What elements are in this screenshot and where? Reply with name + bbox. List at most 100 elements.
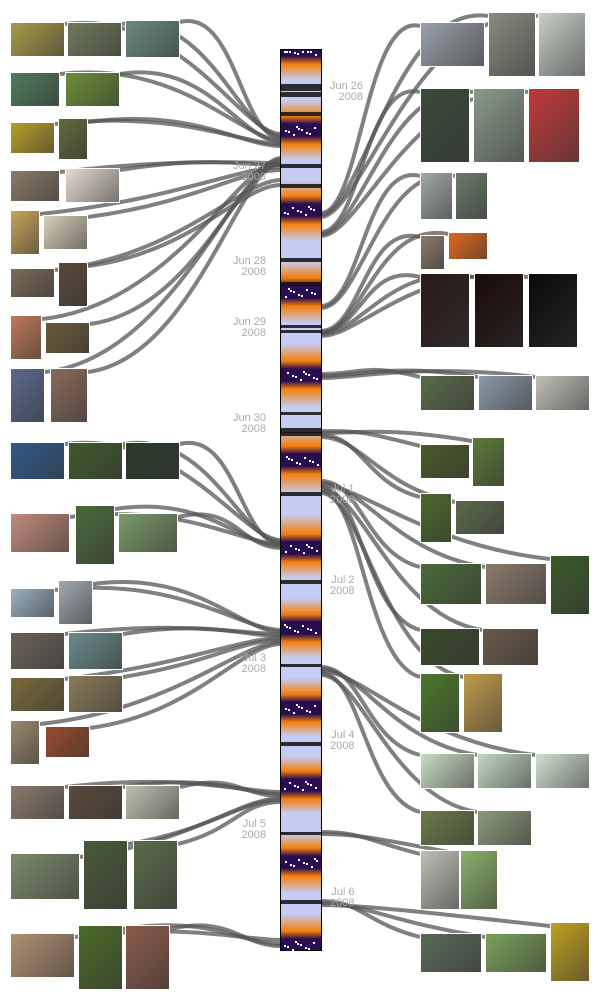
photo-thumbnail[interactable] bbox=[485, 933, 547, 973]
photo-thumbnail[interactable] bbox=[420, 753, 475, 789]
photo-thumbnail[interactable] bbox=[420, 235, 445, 270]
star-dot bbox=[293, 712, 295, 714]
star-dot bbox=[294, 785, 296, 787]
photo-thumbnail[interactable] bbox=[83, 840, 128, 910]
photo-thumbnail[interactable] bbox=[528, 273, 578, 348]
star-dot bbox=[315, 632, 317, 634]
photo-thumbnail[interactable] bbox=[125, 785, 180, 820]
photo-thumbnail[interactable] bbox=[477, 810, 532, 846]
photo-link-curve bbox=[320, 89, 421, 234]
photo-thumbnail[interactable] bbox=[420, 563, 482, 605]
photo-thumbnail[interactable] bbox=[420, 628, 480, 666]
photo-link-curve bbox=[179, 19, 282, 140]
photo-thumbnail[interactable] bbox=[420, 933, 482, 973]
photo-thumbnail[interactable] bbox=[420, 493, 452, 543]
star-dot bbox=[290, 290, 292, 292]
photo-event-marker bbox=[281, 164, 321, 168]
photo-thumbnail[interactable] bbox=[50, 368, 88, 423]
photo-thumbnail[interactable] bbox=[538, 12, 586, 77]
star-dot bbox=[292, 207, 294, 209]
photo-thumbnail[interactable] bbox=[68, 442, 123, 480]
photo-thumbnail[interactable] bbox=[43, 215, 88, 250]
star-dot bbox=[310, 51, 312, 53]
photo-thumbnail[interactable] bbox=[488, 12, 536, 77]
photo-thumbnail[interactable] bbox=[10, 632, 65, 670]
photo-thumbnail[interactable] bbox=[10, 933, 75, 978]
star-dot bbox=[306, 710, 308, 712]
photo-thumbnail[interactable] bbox=[67, 22, 122, 57]
photo-thumbnail[interactable] bbox=[10, 268, 55, 298]
photo-thumbnail[interactable] bbox=[420, 375, 475, 411]
photo-thumbnail[interactable] bbox=[45, 322, 90, 354]
photo-thumbnail[interactable] bbox=[10, 170, 60, 202]
photo-thumbnail[interactable] bbox=[45, 726, 90, 758]
photo-thumbnail[interactable] bbox=[65, 72, 120, 107]
photo-thumbnail[interactable] bbox=[474, 273, 524, 348]
photo-thumbnail[interactable] bbox=[10, 785, 65, 820]
photo-thumbnail[interactable] bbox=[550, 555, 590, 615]
photo-thumbnail[interactable] bbox=[125, 442, 180, 480]
photo-thumbnail[interactable] bbox=[455, 172, 488, 220]
photo-thumbnail[interactable] bbox=[420, 22, 485, 67]
photo-thumbnail[interactable] bbox=[58, 118, 88, 160]
photo-thumbnail[interactable] bbox=[420, 273, 470, 348]
photo-thumbnail[interactable] bbox=[460, 850, 498, 910]
photo-thumbnail[interactable] bbox=[420, 172, 453, 220]
photo-thumbnail[interactable] bbox=[478, 375, 533, 411]
photo-thumbnail[interactable] bbox=[528, 88, 580, 163]
photo-thumbnail[interactable] bbox=[125, 20, 180, 58]
day-night-timeline-bar[interactable] bbox=[280, 49, 322, 951]
photo-thumbnail[interactable] bbox=[10, 72, 60, 107]
photo-thumbnail[interactable] bbox=[65, 168, 120, 203]
photo-link-curve bbox=[320, 429, 473, 443]
photo-thumbnail[interactable] bbox=[455, 500, 505, 535]
star-dot bbox=[308, 206, 310, 208]
photo-thumbnail[interactable] bbox=[58, 262, 88, 307]
star-dot bbox=[297, 631, 299, 633]
photo-thumbnail[interactable] bbox=[420, 810, 475, 846]
photo-thumbnail[interactable] bbox=[68, 632, 123, 670]
photo-thumbnail[interactable] bbox=[10, 315, 42, 360]
photo-thumbnail[interactable] bbox=[58, 580, 93, 625]
photo-thumbnail[interactable] bbox=[125, 925, 170, 990]
photo-thumbnail[interactable] bbox=[68, 785, 123, 820]
photo-thumbnail[interactable] bbox=[78, 925, 123, 990]
photo-thumbnail[interactable] bbox=[473, 88, 525, 163]
photo-thumbnail[interactable] bbox=[75, 505, 115, 565]
photo-thumbnail[interactable] bbox=[477, 753, 532, 789]
photo-thumbnail[interactable] bbox=[485, 563, 547, 605]
photo-link-curve bbox=[320, 23, 421, 215]
photo-thumbnail[interactable] bbox=[10, 442, 65, 480]
photo-thumbnail[interactable] bbox=[535, 753, 590, 789]
photo-thumbnail[interactable] bbox=[10, 853, 80, 900]
star-dot bbox=[306, 289, 308, 291]
photo-thumbnail[interactable] bbox=[10, 513, 70, 553]
photo-event-marker bbox=[281, 900, 321, 904]
photo-thumbnail[interactable] bbox=[10, 368, 45, 423]
star-dot bbox=[301, 295, 303, 297]
photo-thumbnail[interactable] bbox=[420, 88, 470, 163]
photo-thumbnail[interactable] bbox=[10, 22, 65, 57]
photo-thumbnail[interactable] bbox=[118, 513, 178, 553]
star-dot bbox=[298, 128, 300, 130]
photo-thumbnail[interactable] bbox=[535, 375, 590, 411]
photo-thumbnail[interactable] bbox=[10, 122, 55, 154]
photo-thumbnail[interactable] bbox=[10, 677, 65, 712]
photo-thumbnail[interactable] bbox=[10, 210, 40, 255]
photo-thumbnail[interactable] bbox=[550, 922, 590, 982]
photo-link-curve bbox=[122, 626, 282, 638]
photo-link-curve bbox=[92, 580, 282, 634]
photo-thumbnail[interactable] bbox=[482, 628, 539, 666]
photo-thumbnail[interactable] bbox=[472, 437, 505, 487]
photo-thumbnail[interactable] bbox=[420, 444, 470, 479]
photo-thumbnail[interactable] bbox=[10, 588, 55, 618]
photo-thumbnail[interactable] bbox=[420, 673, 460, 733]
photo-thumbnail[interactable] bbox=[133, 840, 178, 910]
photo-thumbnail[interactable] bbox=[463, 673, 503, 733]
photo-thumbnail[interactable] bbox=[448, 232, 488, 260]
photo-event-marker bbox=[281, 492, 321, 496]
photo-thumbnail[interactable] bbox=[10, 720, 40, 765]
photo-thumbnail[interactable] bbox=[68, 675, 123, 713]
photo-thumbnail[interactable] bbox=[420, 850, 460, 910]
